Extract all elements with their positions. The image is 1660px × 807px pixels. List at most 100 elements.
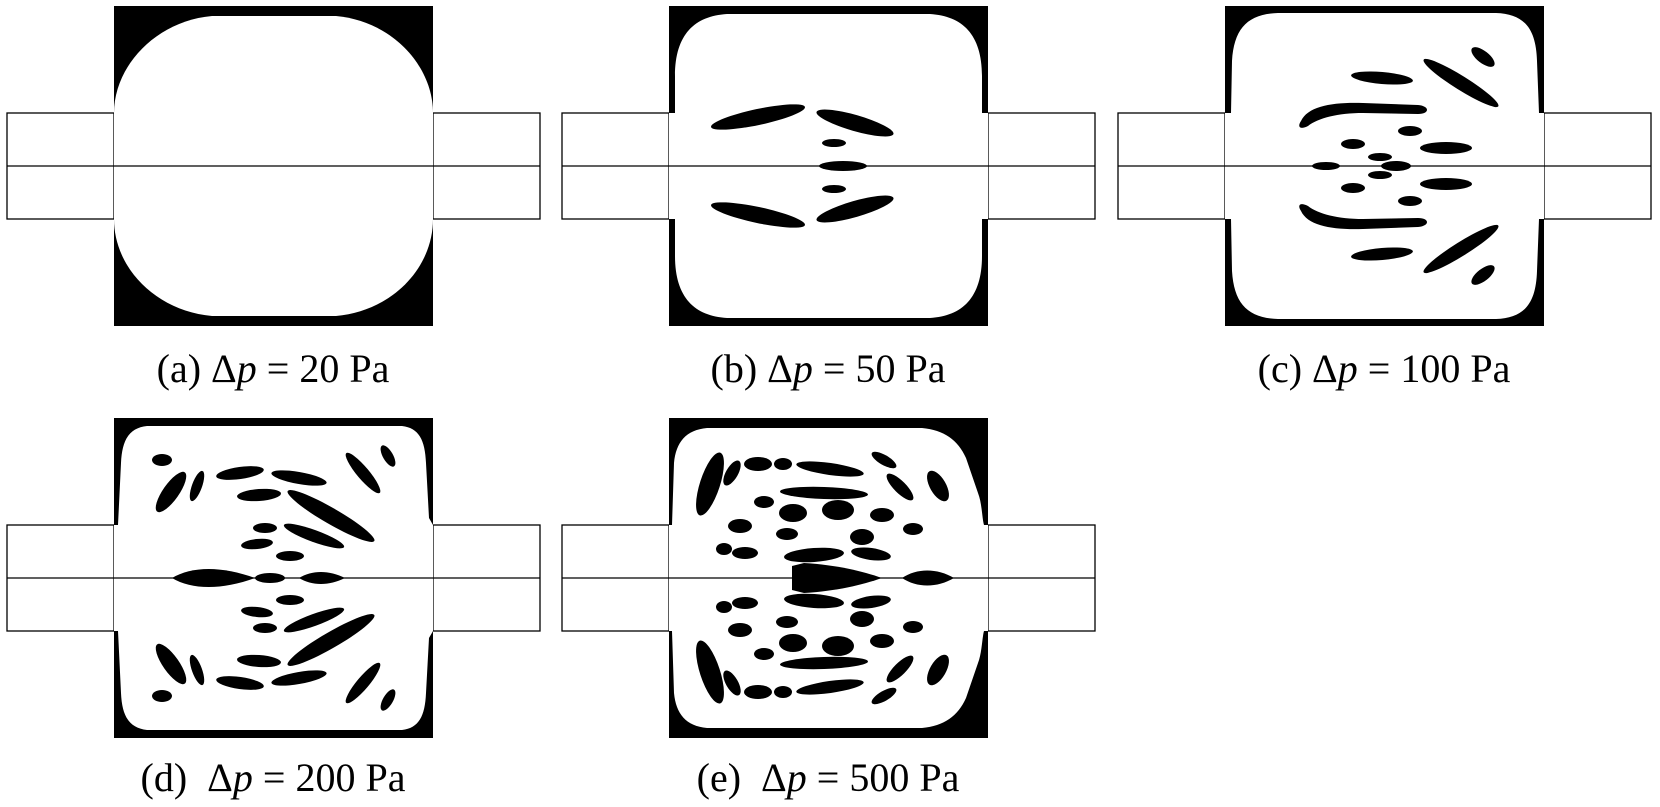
solid-island: [723, 670, 741, 696]
solid-island: [1423, 224, 1499, 274]
solid-island: [189, 470, 205, 502]
solid-island: [253, 523, 277, 533]
solid-island: [870, 508, 894, 522]
solid-island: [1423, 58, 1499, 108]
solid-island: [276, 551, 304, 561]
solid-island: [754, 648, 774, 660]
caption-e: (e) Δp = 500 Pa: [697, 755, 960, 800]
solid-island: [1398, 196, 1422, 206]
solid-island: [287, 490, 375, 542]
solid-island: [283, 607, 345, 633]
solid-island: [784, 547, 844, 563]
solid-island: [1398, 126, 1422, 136]
panel-b: [561, 6, 1096, 326]
solid-island: [871, 451, 897, 469]
solid-island: [784, 593, 844, 609]
solid-island: [716, 601, 732, 613]
solid-island: [711, 202, 805, 228]
solid-island: [903, 621, 923, 633]
solid-island: [380, 445, 396, 467]
solid-island: [1341, 139, 1365, 149]
solid-island: [696, 640, 724, 704]
solid-island: [276, 595, 304, 605]
solid-island: [1351, 247, 1413, 261]
solid-island: [1420, 178, 1472, 190]
panel-c: [1117, 6, 1652, 326]
solid-islands: [1299, 47, 1499, 285]
solid-island: [716, 543, 732, 555]
solid-island: [816, 195, 894, 223]
solid-island: [776, 616, 798, 628]
solid-island: [1299, 102, 1427, 128]
solid-island: [850, 611, 874, 627]
solid-island: [779, 634, 807, 652]
solid-island: [287, 614, 375, 666]
solid-island: [155, 643, 187, 685]
solid-islands: [696, 451, 954, 705]
solid-island: [796, 461, 864, 477]
solid-island: [152, 690, 172, 702]
solid-island: [816, 109, 894, 137]
solid-island: [822, 500, 854, 520]
solid-island: [696, 452, 724, 516]
solid-island: [723, 460, 741, 486]
solid-island: [241, 538, 273, 550]
solid-island: [380, 689, 396, 711]
solid-island: [780, 486, 868, 500]
solid-island: [728, 519, 752, 533]
solid-island: [189, 654, 205, 686]
solid-island: [216, 466, 264, 480]
solid-islands: [711, 104, 894, 228]
caption-b: (b) Δp = 50 Pa: [711, 346, 946, 391]
solid-island: [776, 528, 798, 540]
solid-island: [886, 473, 914, 501]
caption-d: (d) Δp = 200 Pa: [141, 755, 406, 800]
solid-island: [1368, 153, 1392, 161]
solid-island: [754, 496, 774, 508]
solid-island: [779, 504, 807, 522]
panel-a: [6, 6, 541, 326]
caption-c: (c) Δp = 100 Pa: [1258, 346, 1511, 391]
solid-island: [822, 185, 846, 193]
solid-island: [851, 547, 891, 561]
solid-island: [271, 670, 327, 686]
solid-island: [237, 654, 281, 668]
solid-island: [927, 470, 949, 502]
solid-island: [155, 471, 187, 513]
solid-island: [271, 470, 327, 486]
solid-island: [283, 523, 345, 549]
solid-island: [886, 655, 914, 683]
solid-island: [870, 634, 894, 648]
solid-island: [1471, 265, 1495, 285]
solid-island: [1299, 204, 1427, 230]
solid-islands: [152, 445, 396, 711]
solid-island: [253, 623, 277, 633]
solid-island: [1341, 183, 1365, 193]
solid-island: [345, 662, 381, 704]
solid-island: [850, 529, 874, 545]
solid-island: [744, 457, 772, 471]
solid-island: [237, 488, 281, 502]
solid-island: [732, 547, 758, 559]
solid-island: [728, 623, 752, 637]
solid-island: [152, 454, 172, 466]
solid-island: [774, 458, 792, 470]
solid-island: [796, 679, 864, 695]
solid-island: [711, 104, 805, 130]
solid-island: [732, 597, 758, 609]
panel-d: [6, 418, 541, 738]
solid-island: [1471, 47, 1495, 67]
solid-island: [1351, 71, 1413, 85]
solid-island: [241, 606, 273, 618]
solid-island: [216, 676, 264, 690]
solid-island: [744, 685, 772, 699]
panel-e: [561, 418, 1096, 738]
solid-island: [774, 686, 792, 698]
solid-island: [1368, 171, 1392, 179]
solid-island: [927, 654, 949, 686]
solid-island: [1420, 142, 1472, 154]
solid-island: [903, 523, 923, 535]
solid-island: [822, 139, 846, 147]
solid-island: [871, 687, 897, 705]
